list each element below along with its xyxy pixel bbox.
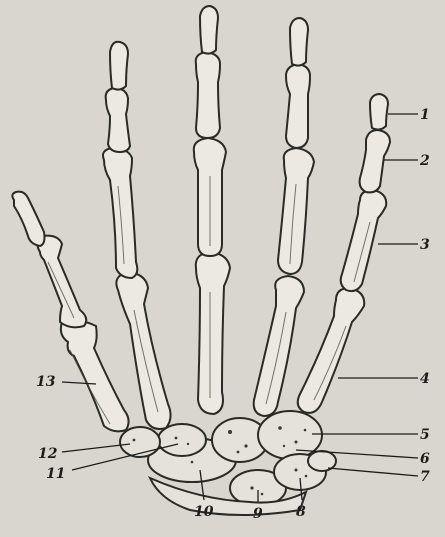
index-metacarpal — [116, 272, 170, 429]
label-12: 12 — [38, 446, 58, 462]
label-2: 2 — [419, 153, 430, 169]
middle-distal-phalanx — [200, 6, 218, 54]
ring-distal-phalanx — [290, 18, 308, 66]
label-6: 6 — [420, 451, 430, 467]
index-finger — [103, 42, 171, 429]
index-distal-phalanx — [110, 42, 128, 90]
middle-middle-phalanx — [196, 52, 220, 138]
thumb-distal-phalanx — [12, 192, 44, 246]
label-9: 9 — [253, 506, 263, 522]
label-7: 7 — [420, 469, 430, 485]
thumb-metacarpal — [61, 321, 129, 432]
label-8: 8 — [296, 504, 306, 520]
little-proximal-phalanx — [341, 190, 387, 291]
little-distal-phalanx — [370, 94, 388, 130]
label-5: 5 — [420, 427, 430, 443]
label-13: 13 — [36, 374, 56, 390]
middle-metacarpal — [196, 252, 230, 414]
little-middle-phalanx — [360, 130, 390, 192]
carpal-12 — [120, 427, 160, 457]
ring-proximal-phalanx — [278, 148, 314, 274]
ring-metacarpal — [254, 276, 304, 416]
little-finger — [298, 94, 390, 413]
ring-finger — [254, 18, 314, 416]
label-4: 4 — [420, 371, 430, 387]
label-3: 3 — [420, 237, 430, 253]
little-metacarpal — [298, 288, 364, 413]
thumb — [12, 192, 128, 432]
carpal-6 — [258, 411, 322, 459]
ring-middle-phalanx — [286, 64, 310, 148]
thumb-proximal-phalanx — [37, 236, 86, 328]
label-11: 11 — [46, 466, 65, 482]
label-10: 10 — [194, 504, 214, 520]
middle-finger — [194, 6, 230, 414]
index-middle-phalanx — [106, 88, 130, 152]
label-1: 1 — [420, 107, 430, 123]
